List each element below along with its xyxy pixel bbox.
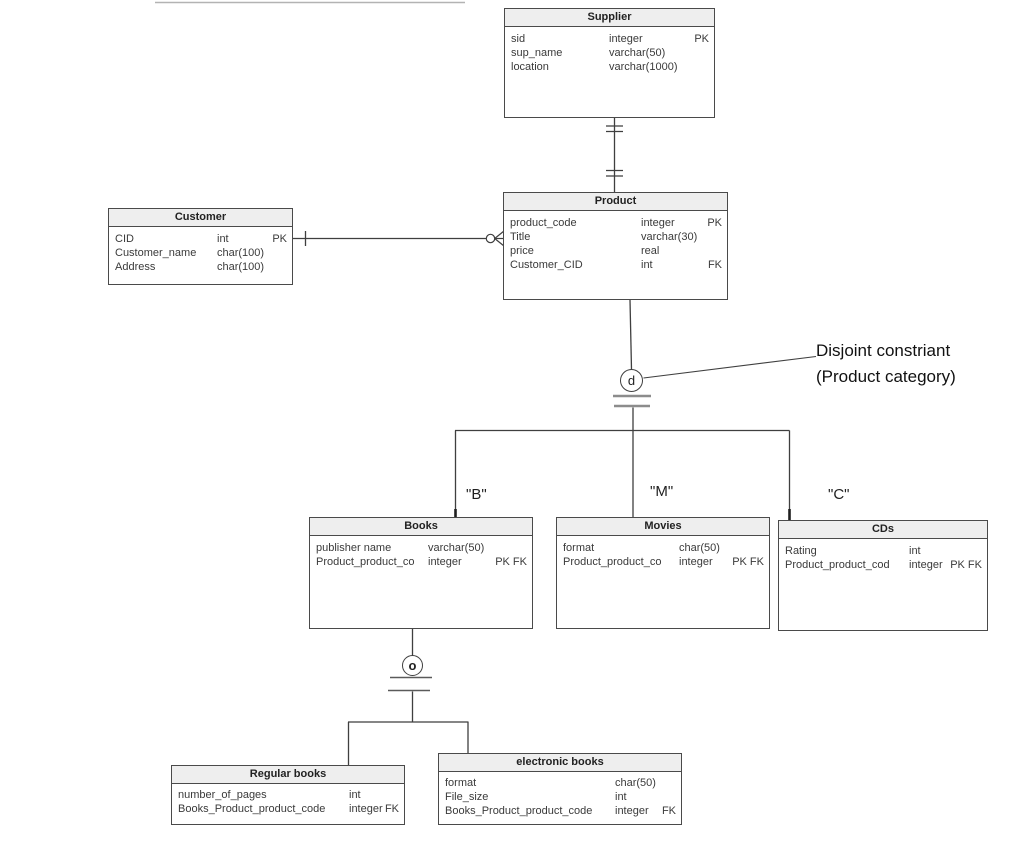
attribute-row: Books_Product_product_code integer FK [178, 803, 399, 815]
entity-movies: Movies format char(50) Product_product_c… [556, 517, 770, 629]
attribute-row: format char(50) [563, 542, 720, 554]
attribute-row: File_size int [445, 791, 627, 803]
attribute-row: Customer_CID int FK [510, 259, 722, 271]
entity-electronic-books: electronic books format char(50) File_si… [438, 753, 682, 825]
zero-cardinality-circle [485, 233, 496, 244]
entity-supplier: Supplier sid integer PK sup_name varchar… [504, 8, 715, 118]
entity-product: Product product_code integer PK Title va… [503, 192, 728, 300]
entity-books: Books publisher name varchar(50) Product… [309, 517, 533, 629]
entity-product-title: Product [504, 193, 727, 211]
attribute-row: format char(50) [445, 777, 656, 789]
attribute-row: Product_product_co integer PK FK [316, 556, 527, 568]
overlapping-constraint-circle: o [402, 655, 423, 676]
disjoint-annotation: Disjoint constriant (Product category) [816, 338, 956, 390]
category-label-cds: "C" [828, 486, 850, 503]
attribute-row: Books_Product_product_code integer FK [445, 805, 676, 817]
entity-cds: CDs Rating int Product_product_cod integ… [778, 520, 988, 631]
category-label-books: "B" [466, 486, 487, 503]
category-label-movies: "M" [650, 483, 674, 500]
attribute-row: number_of_pages int [178, 789, 361, 801]
attribute-row: CID int PK [115, 233, 287, 245]
entity-movies-title: Movies [557, 518, 769, 536]
attribute-row: Rating int [785, 545, 921, 557]
attribute-row: Title varchar(30) [510, 231, 698, 243]
attribute-row: Address char(100) [115, 261, 265, 273]
entity-customer: Customer CID int PK Customer_name char(1… [108, 208, 293, 285]
attribute-row: Product_product_cod integer PK FK [785, 559, 982, 571]
annotation-line-1: Disjoint constriant [816, 341, 951, 360]
entity-regular-books-title: Regular books [172, 766, 404, 784]
attribute-row: Customer_name char(100) [115, 247, 265, 259]
crow-foot-prong [494, 230, 505, 239]
entity-supplier-title: Supplier [505, 9, 714, 27]
annotation-line-2: (Product category) [816, 367, 956, 386]
entity-customer-title: Customer [109, 209, 292, 227]
annotation-leader-line [643, 355, 817, 379]
attribute-row: Product_product_co integer PK FK [563, 556, 764, 568]
attribute-row: publisher name varchar(50) [316, 542, 485, 554]
product-disjoint-line [629, 299, 633, 370]
attribute-row: location varchar(1000) [511, 61, 678, 73]
entity-cds-title: CDs [779, 521, 987, 539]
attribute-row: sup_name varchar(50) [511, 47, 666, 59]
disjoint-constraint-circle: d [620, 369, 643, 392]
entity-electronic-books-title: electronic books [439, 754, 681, 772]
attribute-row: price real [510, 245, 660, 257]
attribute-row: product_code integer PK [510, 217, 722, 229]
crow-foot-prong [494, 238, 505, 247]
entity-books-title: Books [310, 518, 532, 536]
entity-regular-books: Regular books number_of_pages int Books_… [171, 765, 405, 825]
attribute-row: sid integer PK [511, 33, 709, 45]
